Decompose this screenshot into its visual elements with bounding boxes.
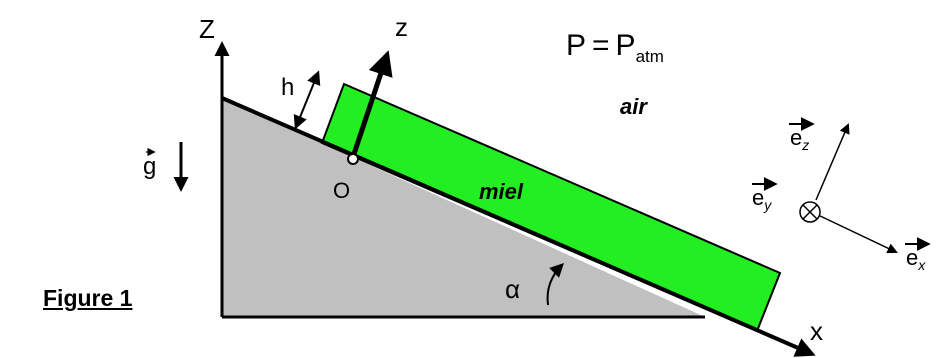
basis-ez-arrow	[815, 123, 850, 201]
basis-ex-arrow	[815, 213, 898, 254]
pressure-subscript: atm	[636, 47, 664, 66]
ex-label: ex	[906, 245, 926, 273]
ey-label: ey	[752, 185, 772, 213]
axis-z-line	[349, 50, 393, 161]
pressure-condition: P=Patm	[566, 29, 664, 66]
axis-x-line	[221, 96, 816, 357]
thickness-label: h	[281, 74, 294, 101]
pressure-rhs: P	[616, 29, 636, 62]
ez-label: ez	[790, 125, 809, 153]
ambient-label: air	[620, 94, 648, 119]
pressure-equals: =	[592, 29, 610, 62]
axis-Z-label: Z	[199, 14, 215, 44]
axis-z-label: z	[395, 12, 408, 42]
basis-ey-cross-b	[802, 204, 818, 220]
thickness-arrow	[293, 70, 321, 130]
axis-x-label: x	[810, 316, 823, 346]
figure-caption: Figure 1	[43, 285, 133, 311]
angle-label: α	[505, 274, 520, 304]
angle-arc-arrow	[546, 263, 564, 306]
gravity-label: g	[143, 153, 156, 180]
origin-label: O	[333, 178, 350, 203]
pressure-lhs: P	[566, 29, 586, 62]
fluid-label: miel	[479, 179, 524, 204]
origin-point	[347, 153, 359, 165]
